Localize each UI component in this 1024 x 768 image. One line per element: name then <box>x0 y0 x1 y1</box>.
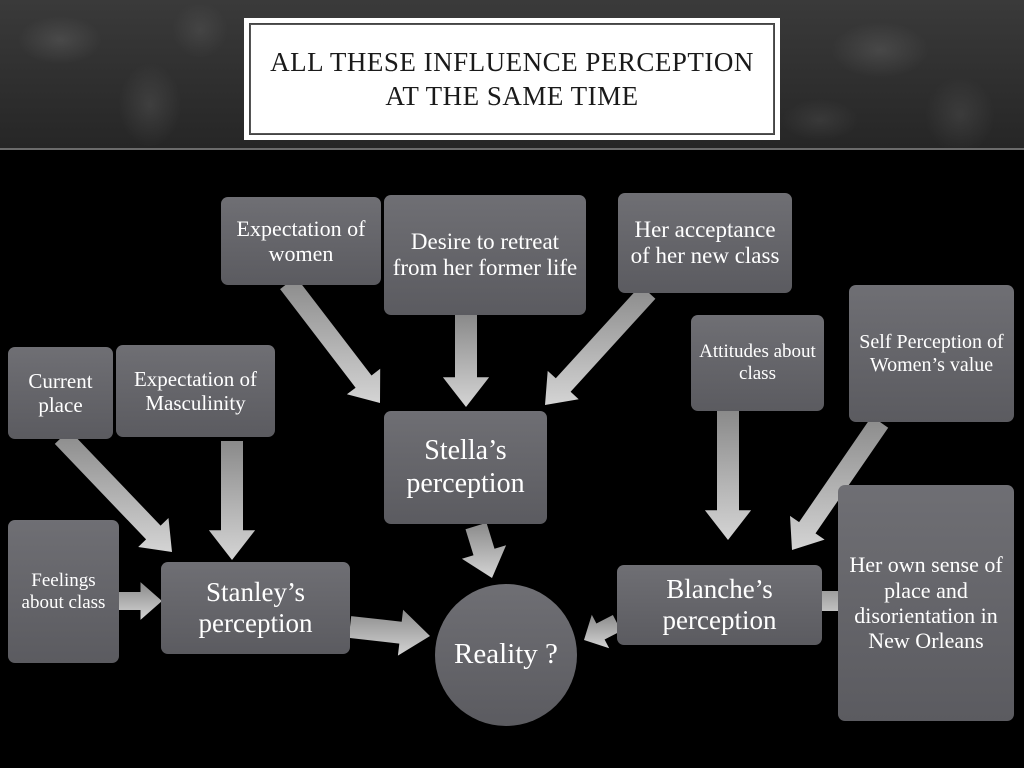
node-label: Her acceptance of her new class <box>630 216 780 268</box>
node-label: Desire to retreat from her former life <box>392 228 578 280</box>
node-her-acceptance: Her acceptance of her new class <box>618 193 792 293</box>
node-label: Expectation of Masculinity <box>133 366 258 415</box>
node-stellas-perception: Stella’s perception <box>384 411 547 524</box>
node-label: Feelings about class <box>21 569 106 613</box>
header-divider <box>0 148 1024 150</box>
arrow-currentplace-to-stanley <box>54 430 172 552</box>
node-current-place: Current place <box>8 347 113 439</box>
arrow-stella-to-reality <box>461 522 507 578</box>
node-expectation-of-women: Expectation of women <box>221 197 381 285</box>
node-reality: Reality ? <box>435 584 577 726</box>
node-attitudes-about-class: Attitudes about class <box>691 315 824 411</box>
node-desire-to-retreat: Desire to retreat from her former life <box>384 195 586 315</box>
arrow-blanche-to-reality <box>584 614 622 649</box>
arrow-women-to-stella <box>280 276 381 403</box>
node-label: Reality ? <box>454 638 558 671</box>
arrow-acceptance-to-stella <box>545 285 656 405</box>
arrow-stanley-to-reality <box>348 609 430 656</box>
node-blanches-perception: Blanche’s perception <box>617 565 822 645</box>
slide-title: All these influence perception at the sa… <box>270 47 754 111</box>
arrow-attitudes-to-blanche <box>704 411 752 540</box>
title-box: All these influence perception at the sa… <box>244 18 780 140</box>
node-label: Stanley’s perception <box>198 576 313 638</box>
node-stanleys-perception: Stanley’s perception <box>161 562 350 654</box>
arrow-selfperception-to-blanche <box>790 416 889 550</box>
node-label: Her own sense of place and disorientatio… <box>849 552 1003 654</box>
node-label: Attitudes about class <box>699 341 816 384</box>
node-label: Expectation of women <box>236 215 366 266</box>
node-expectation-of-masculinity: Expectation of Masculinity <box>116 345 275 437</box>
node-self-perception: Self Perception of Women’s value <box>849 285 1014 422</box>
node-label: Self Perception of Women’s value <box>859 330 1004 376</box>
title-inner-border <box>250 24 774 134</box>
node-label: Stella’s perception <box>406 435 525 499</box>
arrow-feelings-to-stanley <box>119 582 162 620</box>
arrow-masculinity-to-stanley <box>208 441 256 560</box>
arrow-desire-to-stella <box>442 315 490 407</box>
node-feelings-about-class: Feelings about class <box>8 520 119 663</box>
node-label: Blanche’s perception <box>662 573 777 635</box>
node-her-own-sense-of-place: Her own sense of place and disorientatio… <box>838 485 1014 721</box>
node-label: Current place <box>28 368 93 417</box>
